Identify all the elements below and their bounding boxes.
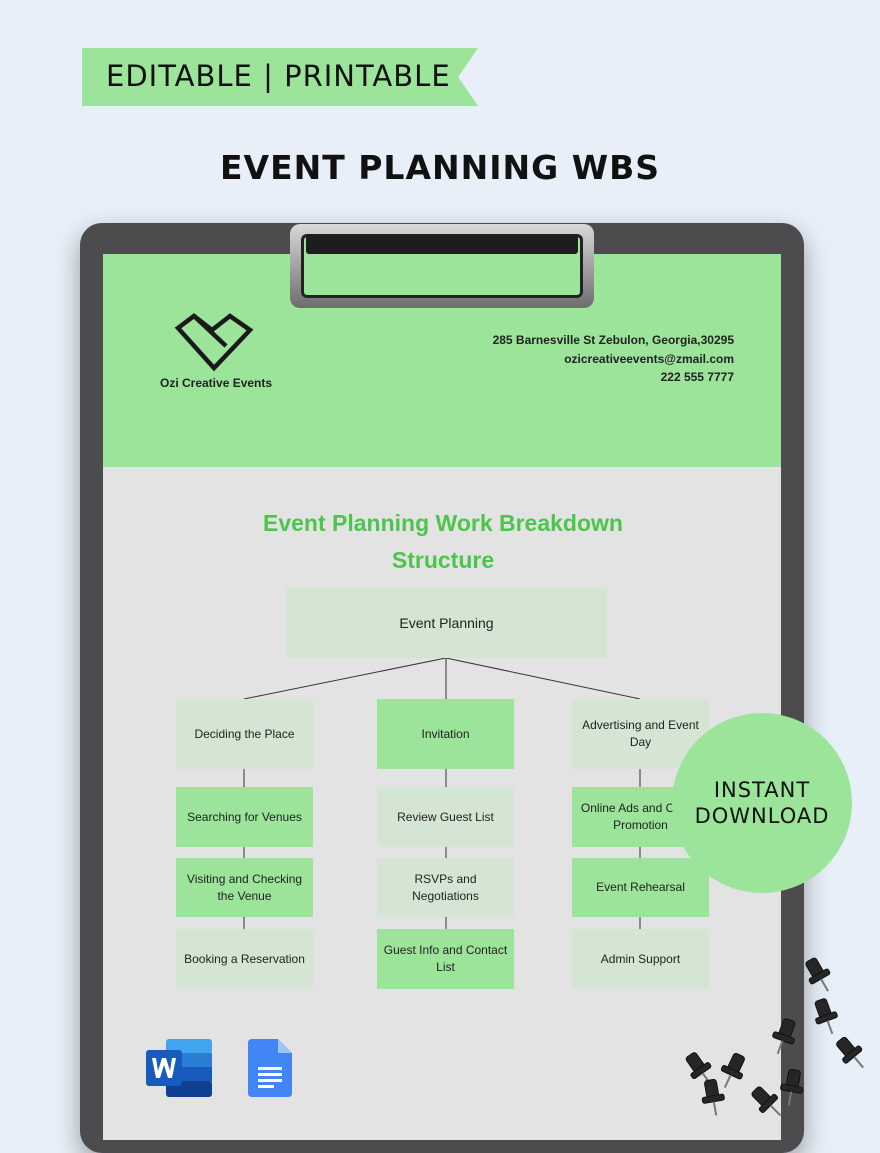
instant-download-badge[interactable]: INSTANT DOWNLOAD xyxy=(672,713,852,893)
wbs-branch-advertising: Advertising and Event Day xyxy=(572,699,709,769)
document-title-line-2: Structure xyxy=(391,547,495,573)
wbs-task-node: Admin Support xyxy=(572,929,709,989)
word-icon[interactable] xyxy=(146,1039,214,1097)
wbs-task-node: Guest Info and Contact List xyxy=(377,929,514,989)
wbs-task-node: Review Guest List xyxy=(377,787,514,847)
badge-line-2: DOWNLOAD xyxy=(694,804,830,828)
wbs-task-node: RSVPs and Negotiations xyxy=(377,858,514,917)
document-title: Event Planning Work Breakdown Structure xyxy=(243,505,643,579)
format-banner: EDITABLE | PRINTABLE xyxy=(82,48,478,106)
company-address: 285 Barnesville St Zebulon, Georgia,3029… xyxy=(492,333,734,347)
clip-bar xyxy=(306,234,578,254)
format-banner-label: EDITABLE | PRINTABLE xyxy=(106,59,451,93)
google-docs-icon[interactable] xyxy=(248,1039,292,1097)
company-phone: 222 555 7777 xyxy=(660,370,734,384)
wbs-branch-place: Deciding the Place xyxy=(176,699,313,769)
wbs-root-node: Event Planning xyxy=(286,588,607,658)
wbs-task-node: Booking a Reservation xyxy=(176,929,313,989)
wbs-task-node: Event Rehearsal xyxy=(572,858,709,917)
wbs-branch-invitation: Invitation xyxy=(377,699,514,769)
company-name: Ozi Creative Events xyxy=(160,376,273,390)
push-pin-icon xyxy=(685,957,864,1117)
diamond-heart-logo-icon xyxy=(174,313,254,372)
document-title-line-1: Event Planning Work Breakdown xyxy=(263,510,623,536)
contact-block: 285 Barnesville St Zebulon, Georgia,3029… xyxy=(493,331,734,387)
badge-line-1: INSTANT xyxy=(713,778,811,802)
wbs-task-node: Visiting and Checking the Venue xyxy=(176,858,313,917)
page-title: EVENT PLANNING WBS xyxy=(219,148,661,187)
company-email[interactable]: ozicreativeevents@zmail.com xyxy=(564,351,734,366)
wbs-task-node: Searching for Venues xyxy=(176,787,313,847)
